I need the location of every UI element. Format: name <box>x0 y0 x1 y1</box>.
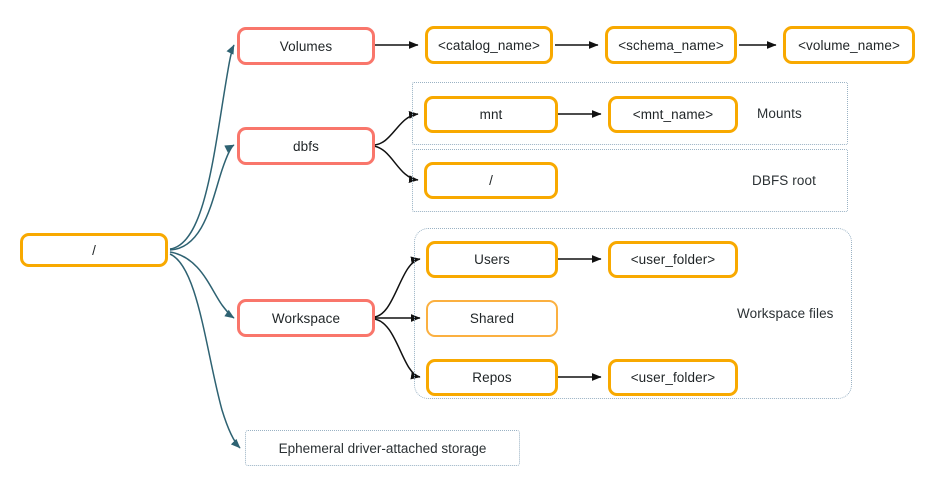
edge-root-to-workspace <box>169 251 235 319</box>
node-volumes[interactable]: Volumes <box>237 27 375 65</box>
node-repos-folder-label: <user_folder> <box>630 370 716 385</box>
edge-root-to-dbfs <box>169 144 235 251</box>
node-repos-folder[interactable]: <user_folder> <box>608 359 738 396</box>
node-ephemeral-storage-label: Ephemeral driver-attached storage <box>278 440 487 456</box>
node-volume-name-label: <volume_name> <box>798 37 900 53</box>
root-to-branch-edges <box>169 44 241 449</box>
group-mounts-label: Mounts <box>757 106 802 121</box>
node-catalog-name-label: <catalog_name> <box>438 37 540 53</box>
node-dbfs-root-slash[interactable]: / <box>424 162 558 199</box>
node-repos[interactable]: Repos <box>426 359 558 396</box>
node-users-folder[interactable]: <user_folder> <box>608 241 738 278</box>
node-schema-name-label: <schema_name> <box>618 37 724 53</box>
node-volume-name[interactable]: <volume_name> <box>783 26 915 64</box>
node-shared-label: Shared <box>469 311 515 326</box>
node-root-label: / <box>92 242 96 258</box>
edge-workspace-to-users <box>372 256 421 318</box>
group-dbfs-root-label: DBFS root <box>752 173 816 188</box>
node-users[interactable]: Users <box>426 241 558 278</box>
node-schema-name[interactable]: <schema_name> <box>605 26 737 64</box>
node-workspace[interactable]: Workspace <box>237 299 375 337</box>
node-root[interactable]: / <box>20 233 168 267</box>
node-dbfs[interactable]: dbfs <box>237 127 375 165</box>
node-dbfs-label: dbfs <box>293 138 319 154</box>
node-volumes-label: Volumes <box>279 38 333 54</box>
node-mnt-name[interactable]: <mnt_name> <box>608 96 738 133</box>
node-users-folder-label: <user_folder> <box>630 252 716 267</box>
node-users-label: Users <box>474 252 510 267</box>
node-dbfs-root-slash-label: / <box>489 173 493 188</box>
node-mnt-label: mnt <box>479 107 503 122</box>
edge-workspace-to-repos <box>372 318 421 380</box>
group-workspace-files-label: Workspace files <box>737 306 834 321</box>
edge-root-to-ephemeral <box>169 253 241 449</box>
node-ephemeral-storage[interactable]: Ephemeral driver-attached storage <box>245 430 520 466</box>
node-mnt-name-label: <mnt_name> <box>632 107 714 122</box>
node-catalog-name[interactable]: <catalog_name> <box>425 26 553 64</box>
node-repos-label: Repos <box>472 370 512 385</box>
edge-root-to-volumes <box>169 44 235 250</box>
node-workspace-label: Workspace <box>271 310 341 326</box>
node-shared[interactable]: Shared <box>426 300 558 337</box>
node-mnt[interactable]: mnt <box>424 96 558 133</box>
